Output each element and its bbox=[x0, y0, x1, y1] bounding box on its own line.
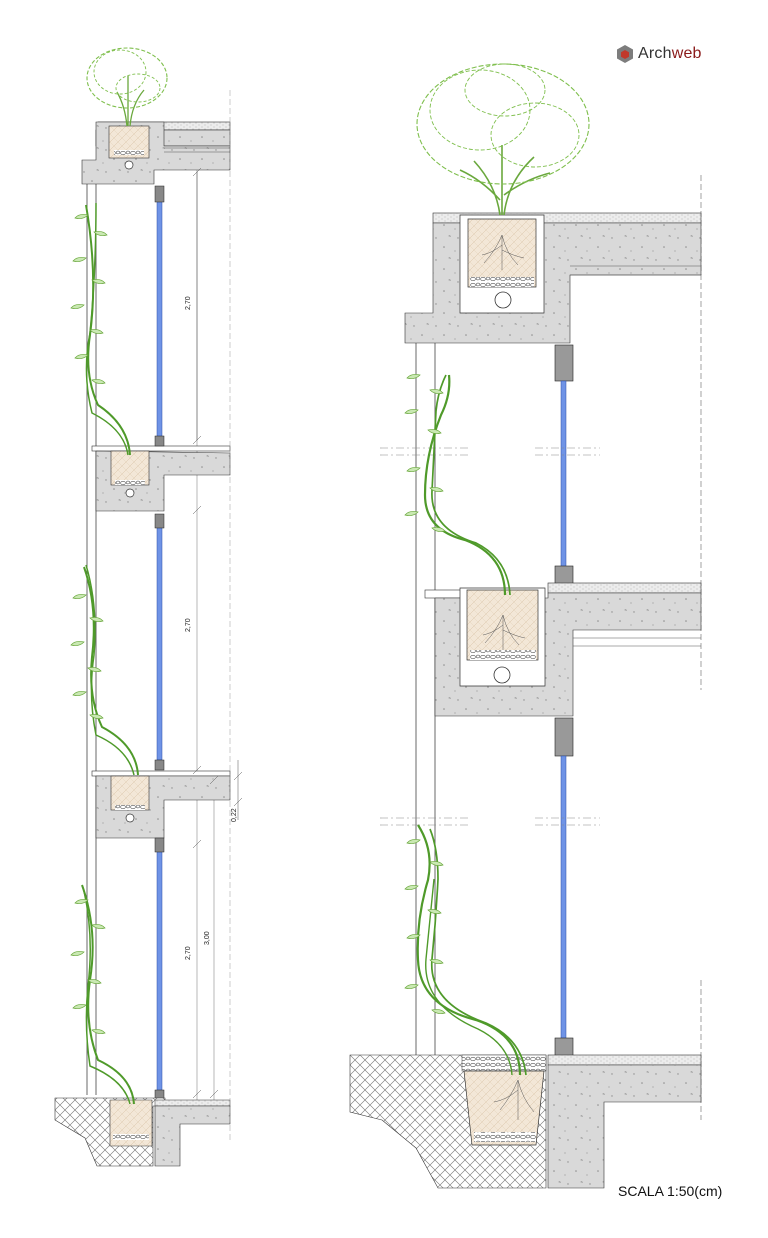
dimension-label-5: 0,22 bbox=[231, 808, 238, 822]
roots-icon bbox=[493, 1079, 535, 1120]
roots-icon bbox=[482, 614, 526, 650]
dimension-label-1: 2,70 bbox=[185, 296, 192, 310]
left-floor-1 bbox=[91, 445, 231, 512]
left-dimension-lines bbox=[192, 90, 243, 1140]
left-vine-icon bbox=[81, 202, 139, 1105]
tree-icon bbox=[416, 63, 590, 216]
left-glazing bbox=[154, 185, 165, 1101]
right-vine-icon bbox=[416, 374, 527, 1076]
dimension-label-2: 2,70 bbox=[185, 618, 192, 632]
archweb-logo: Archweb bbox=[616, 42, 702, 66]
logo-text: Archweb bbox=[638, 45, 702, 62]
dimension-label-4: 3,00 bbox=[204, 931, 211, 945]
roots-icon bbox=[481, 234, 525, 270]
break-lines bbox=[380, 447, 600, 826]
left-ground bbox=[54, 1097, 231, 1167]
archweb-logo-icon bbox=[617, 45, 633, 63]
scale-label: SCALA 1:50(cm) bbox=[618, 1183, 723, 1199]
dimension-label-3: 2,70 bbox=[185, 946, 192, 960]
left-floor-2 bbox=[91, 770, 231, 839]
right-section bbox=[349, 63, 702, 1189]
left-section: 2,70 2,70 2,70 3,00 0,22 bbox=[54, 47, 243, 1167]
tree-icon bbox=[86, 47, 168, 127]
